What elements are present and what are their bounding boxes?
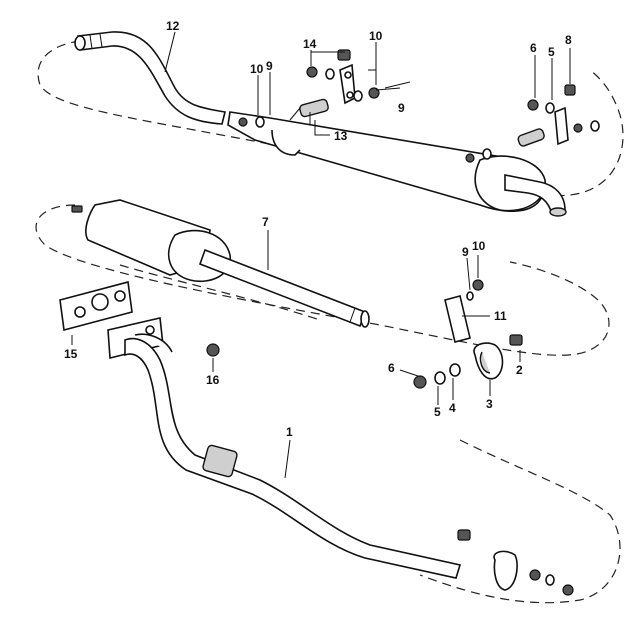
upper-fasteners: [238, 66, 492, 163]
callout-7: 7: [262, 215, 269, 229]
nut-16: [206, 343, 220, 357]
callout-6-lower: 6: [388, 361, 395, 375]
front-muffler-7: [71, 199, 370, 328]
callout-9-lower: 9: [462, 245, 469, 259]
callout-labels: 12 14 10 10 9 9 13 6 5 8 7 9 10 11 15 16…: [64, 19, 572, 439]
callout-10-mid: 10: [250, 62, 264, 76]
assembly-outline-upper: [37, 39, 624, 197]
callout-10-lower: 10: [472, 239, 486, 253]
rubber-hanger-13: [299, 98, 329, 125]
callout-11: 11: [494, 309, 507, 323]
callout-6-upper: 6: [530, 41, 537, 55]
callout-5-upper: 5: [548, 45, 555, 59]
callout-16: 16: [206, 373, 220, 387]
callout-9-mid: 9: [266, 59, 273, 73]
callout-8: 8: [565, 33, 572, 47]
callout-5-lower: 5: [434, 405, 441, 419]
rear-muffler: [227, 107, 567, 217]
callout-12: 12: [166, 19, 180, 33]
bracket-11: [444, 279, 484, 343]
bolt-2: [509, 334, 523, 346]
callout-3: 3: [486, 397, 493, 411]
callout-13: 13: [334, 129, 348, 143]
clamp-3: [473, 342, 504, 380]
callout-2: 2: [516, 363, 523, 377]
callout-1: 1: [286, 425, 293, 439]
callout-4: 4: [449, 401, 456, 415]
tail-pipe-12: [74, 31, 226, 125]
leader-lines: [71, 31, 571, 479]
callout-15: 15: [64, 347, 78, 361]
assembly-outline-middle: [35, 204, 610, 356]
washer-4-nut-5-6: [413, 363, 461, 389]
gasket-15: [59, 280, 133, 332]
callout-9-upper-right: 9: [398, 101, 405, 115]
bracket-14: [337, 49, 356, 105]
assembly-outline-lower: [119, 264, 621, 604]
upper-right-hanger: [517, 84, 600, 147]
front-pipe-1: [107, 317, 462, 579]
callout-14: 14: [303, 37, 317, 51]
callout-10-upper: 10: [369, 29, 383, 43]
lower-clamp: [457, 529, 574, 596]
